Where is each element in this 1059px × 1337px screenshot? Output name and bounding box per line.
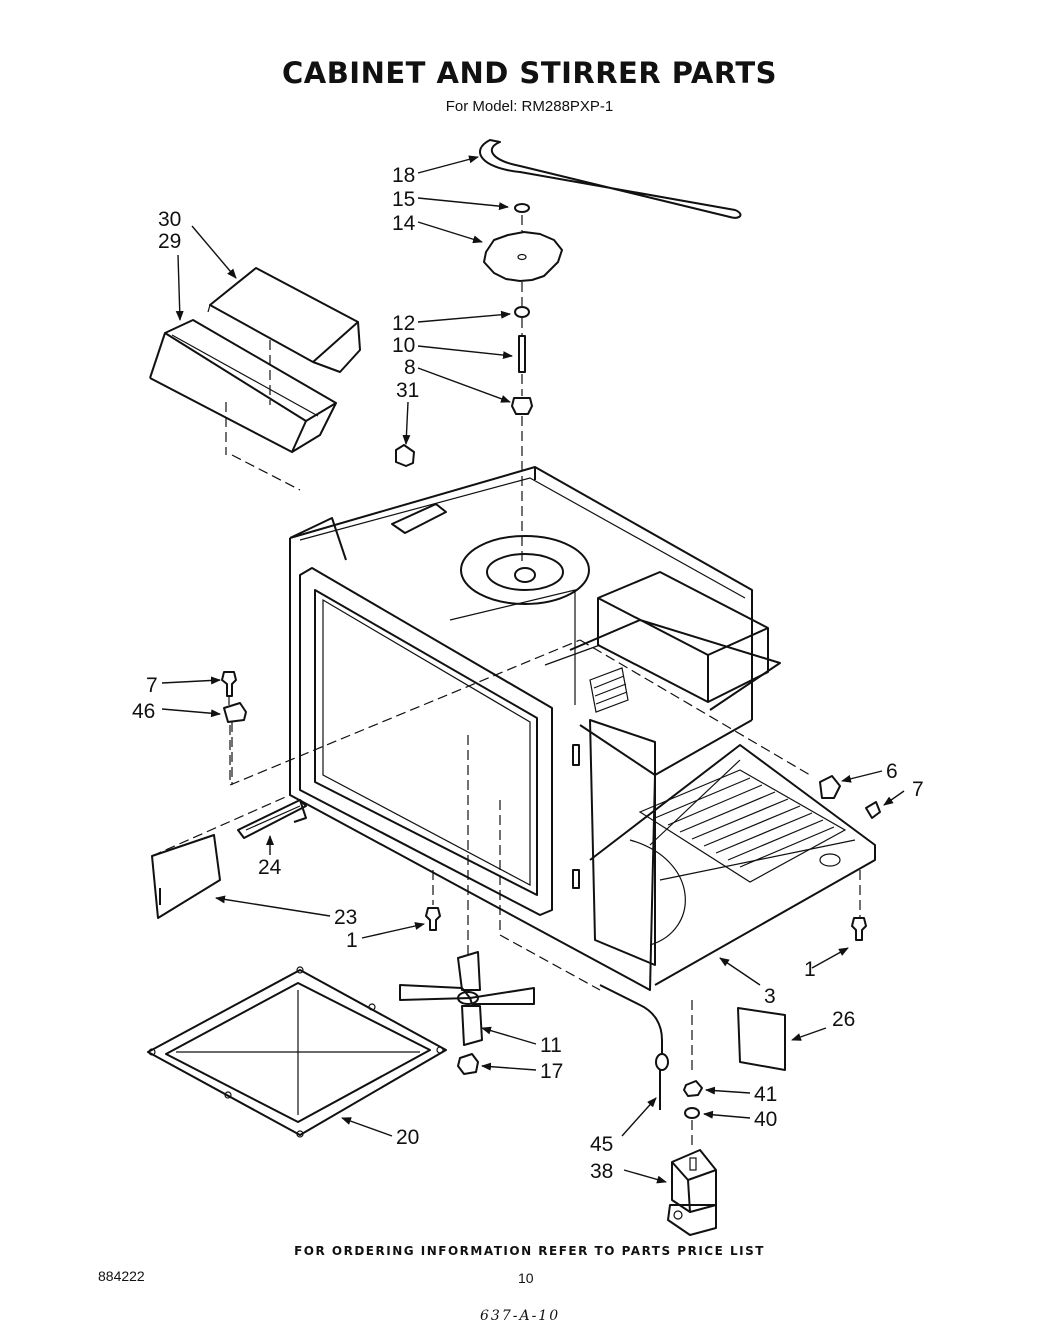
clip-part [395,444,415,467]
callout-3: 3 [764,985,776,1008]
washer-40-part [684,1107,700,1119]
callout-11: 11 [540,1034,562,1057]
cabinet-part [229,454,876,1075]
callout-12: 12 [392,312,415,335]
callout-1-left: 1 [346,929,358,952]
duct-cover-part [207,267,361,373]
callout-15: 15 [392,188,415,211]
screw-front-part [425,870,441,931]
callout-41: 41 [754,1083,777,1106]
stirrer-nut-part [457,1053,479,1075]
cover-part [737,1007,786,1071]
callout-17: 17 [540,1060,563,1083]
nut-41-part [683,1080,703,1097]
screw-right-part [865,801,881,819]
callout-26: 26 [832,1008,855,1031]
air-duct-part [149,319,337,455]
callout-40: 40 [754,1108,777,1131]
callout-23: 23 [334,906,357,929]
callout-18: 18 [392,164,415,187]
callout-labels: 18 15 14 30 29 12 10 8 31 7 46 6 7 24 23… [132,164,924,1183]
callout-46: 46 [132,700,155,723]
callout-8: 8 [404,356,416,379]
callout-14: 14 [392,212,416,235]
callout-24: 24 [258,856,282,879]
seal-strip-part [237,799,307,839]
bottom-plate-part [147,966,447,1138]
cover-plate-part [151,794,291,919]
bracket-right-part [819,775,841,799]
callout-1-right: 1 [804,958,816,981]
callout-20: 20 [396,1126,419,1149]
document-number: 884222 [98,1268,145,1284]
callout-38: 38 [590,1160,613,1183]
callout-7-left: 7 [146,674,158,697]
front-frame-part [299,567,553,916]
screw-left-part [221,671,237,705]
mounting-bracket-part [667,1120,717,1236]
callout-29: 29 [158,230,181,253]
screw-bottom-right-part [851,917,867,941]
callout-45: 45 [590,1133,613,1156]
callout-30: 30 [158,208,181,231]
model-subtitle: For Model: RM288PXP-1 [445,98,614,115]
callout-31: 31 [396,379,419,402]
retainer-clip-part [514,203,530,213]
callout-10: 10 [392,334,415,357]
stirrer-pulley-part [483,215,563,282]
stirrer-shaft-assembly [511,282,533,566]
ordering-info-footer: FOR ORDERING INFORMATION REFER TO PARTS … [294,1244,765,1258]
stirrer-belt-part [479,139,742,219]
page-number: 10 [518,1270,534,1286]
callout-7-right: 7 [912,778,924,801]
bracket-part [223,702,247,785]
stirrer-blade-part [399,735,535,1046]
callout-6: 6 [886,760,898,783]
page-title: CABINET AND STIRRER PARTS [281,56,778,90]
handwritten-note: 637-A-10 [480,1308,561,1324]
leader-lines [161,155,905,1184]
wire-probe-part [499,800,669,1110]
